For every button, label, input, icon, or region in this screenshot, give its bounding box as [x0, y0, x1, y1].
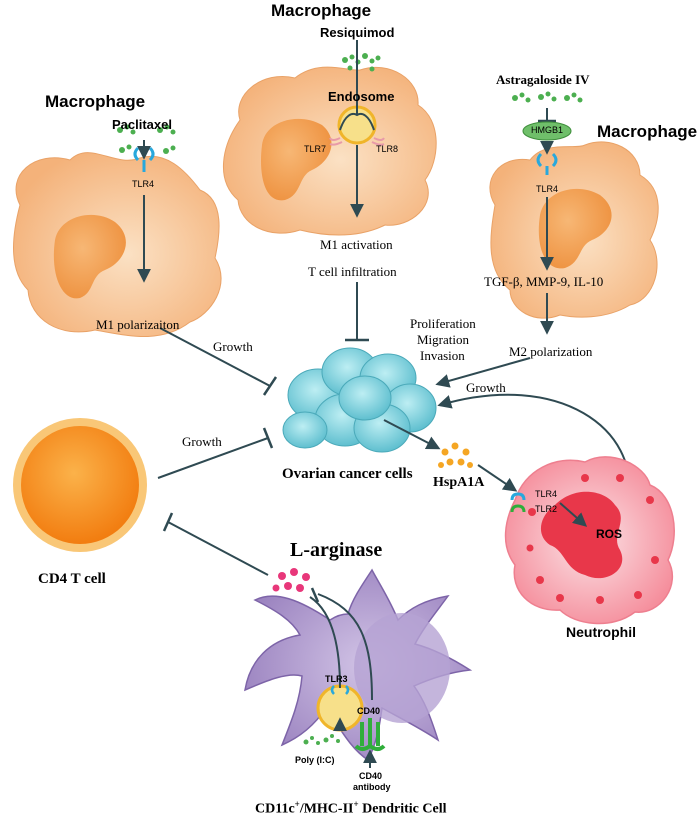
caption-sup-a: +	[294, 799, 300, 809]
neutrophil-tlr2-label: TLR2	[535, 504, 558, 514]
growth-neutrophil-label: Growth	[466, 380, 506, 395]
arginase-inhibit-bar	[310, 587, 320, 603]
astragaloside-molecules	[512, 91, 583, 103]
ovarian-cancer-cells-cluster	[282, 347, 437, 453]
endosome-label: Endosome	[328, 89, 395, 104]
ovarian-cancer-cells-label: Ovarian cancer cells	[282, 466, 413, 482]
macrophage-left-nucleus	[53, 214, 126, 299]
m1-activation-label: M1 activation	[320, 237, 393, 252]
l-arginase-label: L-arginase	[290, 539, 383, 561]
cd40-to-arginase-line	[317, 593, 373, 701]
cd4-t-cell-inner	[21, 426, 139, 544]
endosome-split-arrows	[339, 112, 375, 131]
proliferation-label: Proliferation	[410, 316, 476, 331]
m2-to-tumor-arrow	[435, 357, 531, 388]
t-cell-infiltration-label: T cell infiltration	[308, 264, 397, 279]
neutrophil-tlr-receptors-icon	[510, 492, 526, 513]
ros-label: ROS	[596, 527, 623, 541]
paclitaxel-label: Paclitaxel	[112, 117, 172, 132]
left-macrophage-inhibit-bar	[262, 376, 278, 396]
hspa1a-dots	[438, 442, 473, 468]
m2-polarization-label: M2 polarization	[509, 344, 593, 359]
dendritic-nucleus	[354, 613, 450, 723]
l-arginase-dots	[272, 568, 310, 592]
invasion-label: Invasion	[420, 348, 465, 363]
tlr7-tlr8-receptor-icon	[329, 137, 385, 146]
tlr7-label: TLR7	[304, 144, 327, 154]
neutrophil-granules	[526, 474, 659, 604]
macrophage-center-nucleus	[260, 118, 332, 201]
migration-label: Migration	[417, 332, 469, 347]
tlr4-left-label: TLR4	[132, 179, 155, 189]
growth-left-macrophage-label: Growth	[213, 339, 253, 354]
tlr-to-ros-arrow	[559, 502, 588, 527]
cd40-antibody-label-line2: antibody	[353, 782, 391, 792]
tlr3-to-arginase-line	[309, 596, 341, 689]
cd4-inhibit-bar	[262, 427, 274, 449]
macrophage-left-title: Macrophage	[45, 92, 146, 111]
poly-ic-molecules	[303, 734, 340, 745]
tlr3-label: TLR3	[325, 674, 348, 684]
caption-sup-b: +	[353, 799, 359, 809]
neutrophil-cell	[504, 456, 675, 625]
tlr8-label: TLR8	[376, 144, 399, 154]
cd4-inhibit-line	[157, 437, 269, 479]
neutrophil-tlr4-label: TLR4	[535, 489, 558, 499]
left-macrophage-inhibit-line	[159, 327, 271, 387]
m1-polarizaiton-label: M1 polarizaiton	[96, 317, 180, 332]
poly-ic-label: Poly (I:C)	[295, 755, 335, 765]
cytokines-label: TGF-β, MMP-9, IL-10	[484, 274, 604, 289]
arginase-to-cd4-inhibit-bar	[162, 512, 174, 532]
dendritic-cell	[244, 568, 473, 762]
macrophage-right-title: Macrophage	[597, 122, 698, 141]
paclitaxel-molecules	[117, 124, 176, 154]
cd4-t-cell-label: CD4 T cell	[38, 571, 106, 587]
macrophage-right-cell	[489, 141, 659, 319]
hmgb1-label: HMGB1	[531, 125, 564, 135]
caption-mhc: /MHC-II	[299, 801, 354, 817]
hsp-to-neutrophil-arrow	[477, 464, 518, 492]
arginase-to-cd4-inhibit-line	[167, 521, 269, 576]
astragaloside-label: Astragaloside IV	[496, 72, 590, 87]
cd40-label: CD40	[357, 706, 381, 716]
hspa1a-label: HspA1A	[433, 475, 485, 490]
neutrophil-nucleus	[540, 491, 623, 579]
cd40-antibody-label-line1: CD40	[359, 771, 383, 781]
macrophage-right-nucleus	[538, 188, 612, 269]
cd40-receptor-icon	[354, 718, 386, 751]
macrophage-center-cell	[223, 66, 437, 236]
tlr3-receptor-icon	[330, 685, 350, 695]
tlr4-right-label: TLR4	[536, 184, 559, 194]
dendritic-cell-caption: CD11c+/MHC-II+ Dendritic Cell	[255, 800, 447, 817]
tlr4-right-receptor-icon	[536, 152, 558, 175]
resiquimod-label: Resiquimod	[320, 25, 395, 40]
macrophage-center-title: Macrophage	[271, 1, 372, 20]
caption-cd11c: CD11c	[255, 801, 295, 817]
neutrophil-label: Neutrophil	[566, 624, 636, 640]
macrophage-left-cell	[13, 152, 222, 337]
caption-dendritic-cell: Dendritic Cell	[358, 801, 447, 817]
tumor-to-hsp-arrow	[383, 419, 441, 450]
hmgb1-icon	[522, 121, 572, 141]
growth-cd4-label: Growth	[182, 434, 222, 449]
